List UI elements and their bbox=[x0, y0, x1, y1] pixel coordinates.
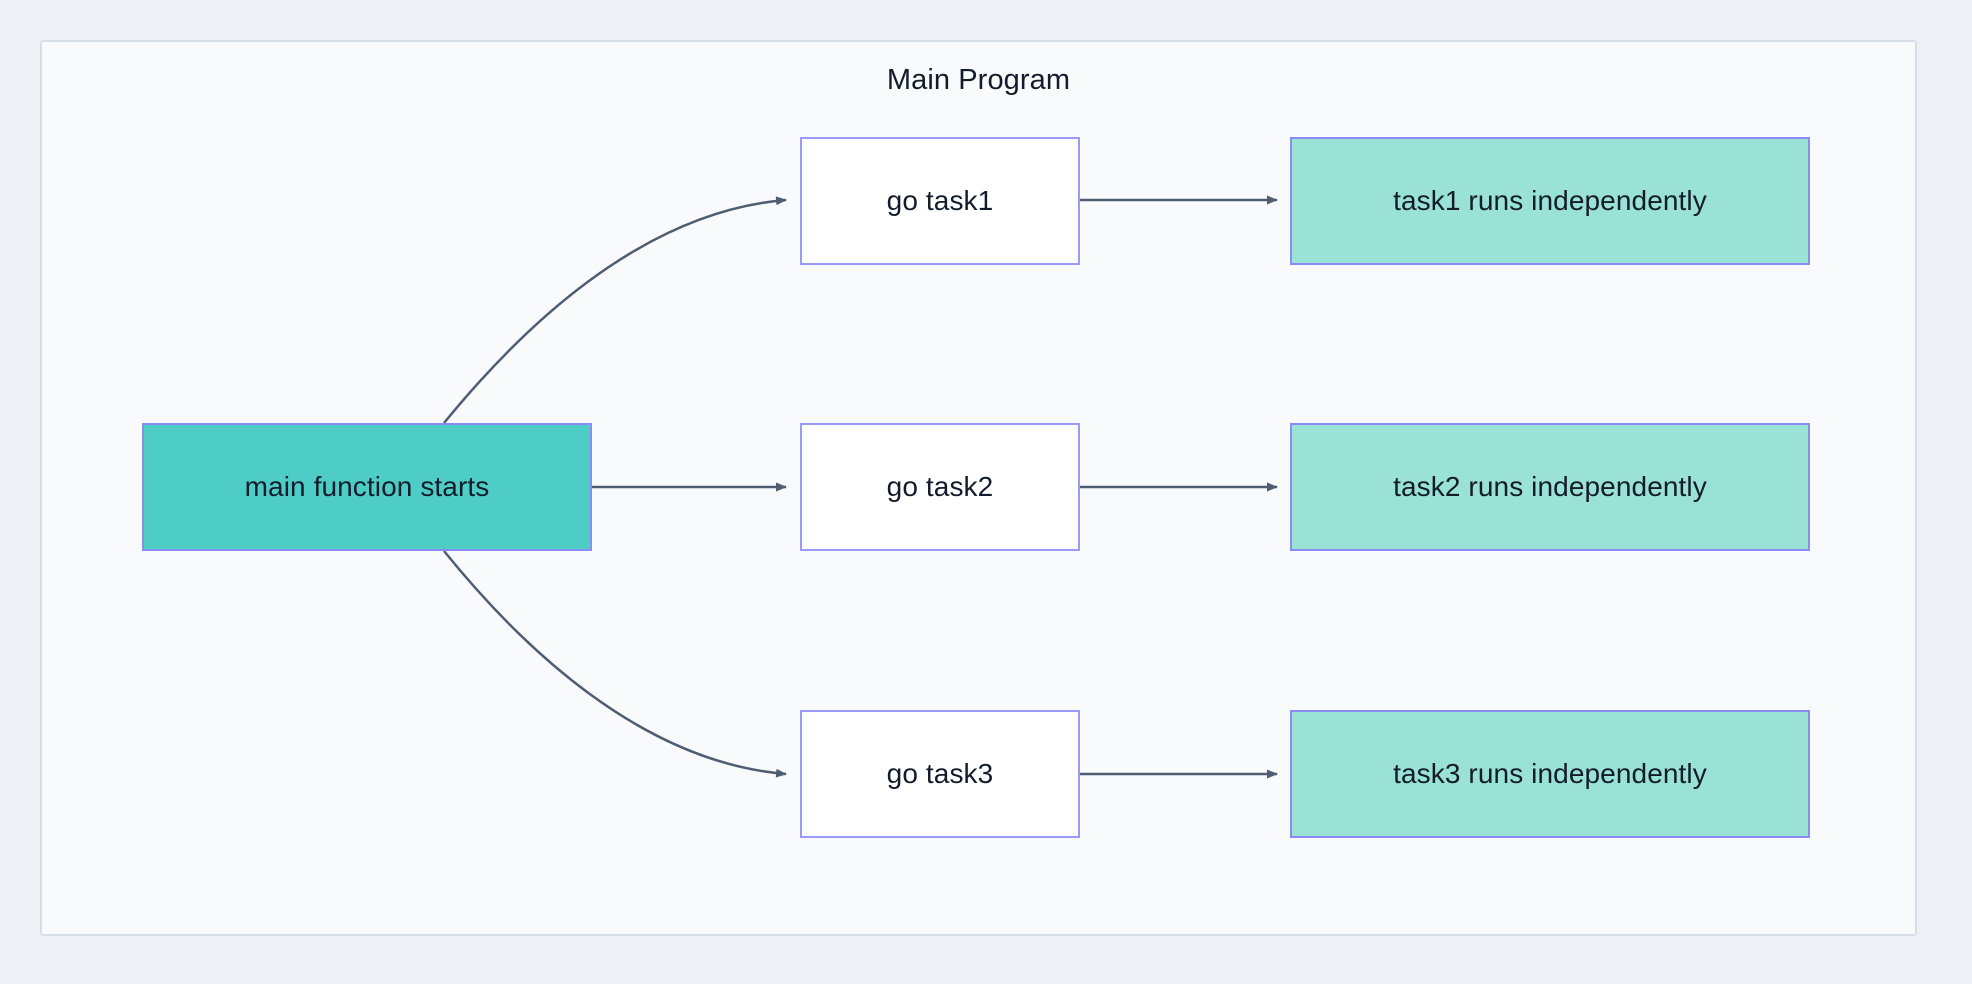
node-label-task3-runs-independently: task3 runs independently bbox=[1393, 758, 1707, 790]
node-task3-runs-independently[interactable]: task3 runs independently bbox=[1290, 710, 1810, 838]
node-label-go-task3: go task3 bbox=[886, 758, 994, 790]
node-label-main-function-starts: main function starts bbox=[244, 471, 490, 503]
node-task2-runs-independently[interactable]: task2 runs independently bbox=[1290, 423, 1810, 551]
node-task1-runs-independently[interactable]: task1 runs independently bbox=[1290, 137, 1810, 265]
node-go-task2[interactable]: go task2 bbox=[800, 423, 1080, 551]
node-label-task2-runs-independently: task2 runs independently bbox=[1393, 471, 1707, 503]
node-main-function-starts[interactable]: main function starts bbox=[142, 423, 592, 551]
node-go-task1[interactable]: go task1 bbox=[800, 137, 1080, 265]
node-label-go-task1: go task1 bbox=[886, 185, 994, 217]
node-go-task3[interactable]: go task3 bbox=[800, 710, 1080, 838]
subgraph-title: Main Program bbox=[886, 64, 1071, 96]
node-label-task1-runs-independently: task1 runs independently bbox=[1393, 185, 1707, 217]
node-label-go-task2: go task2 bbox=[886, 471, 994, 503]
